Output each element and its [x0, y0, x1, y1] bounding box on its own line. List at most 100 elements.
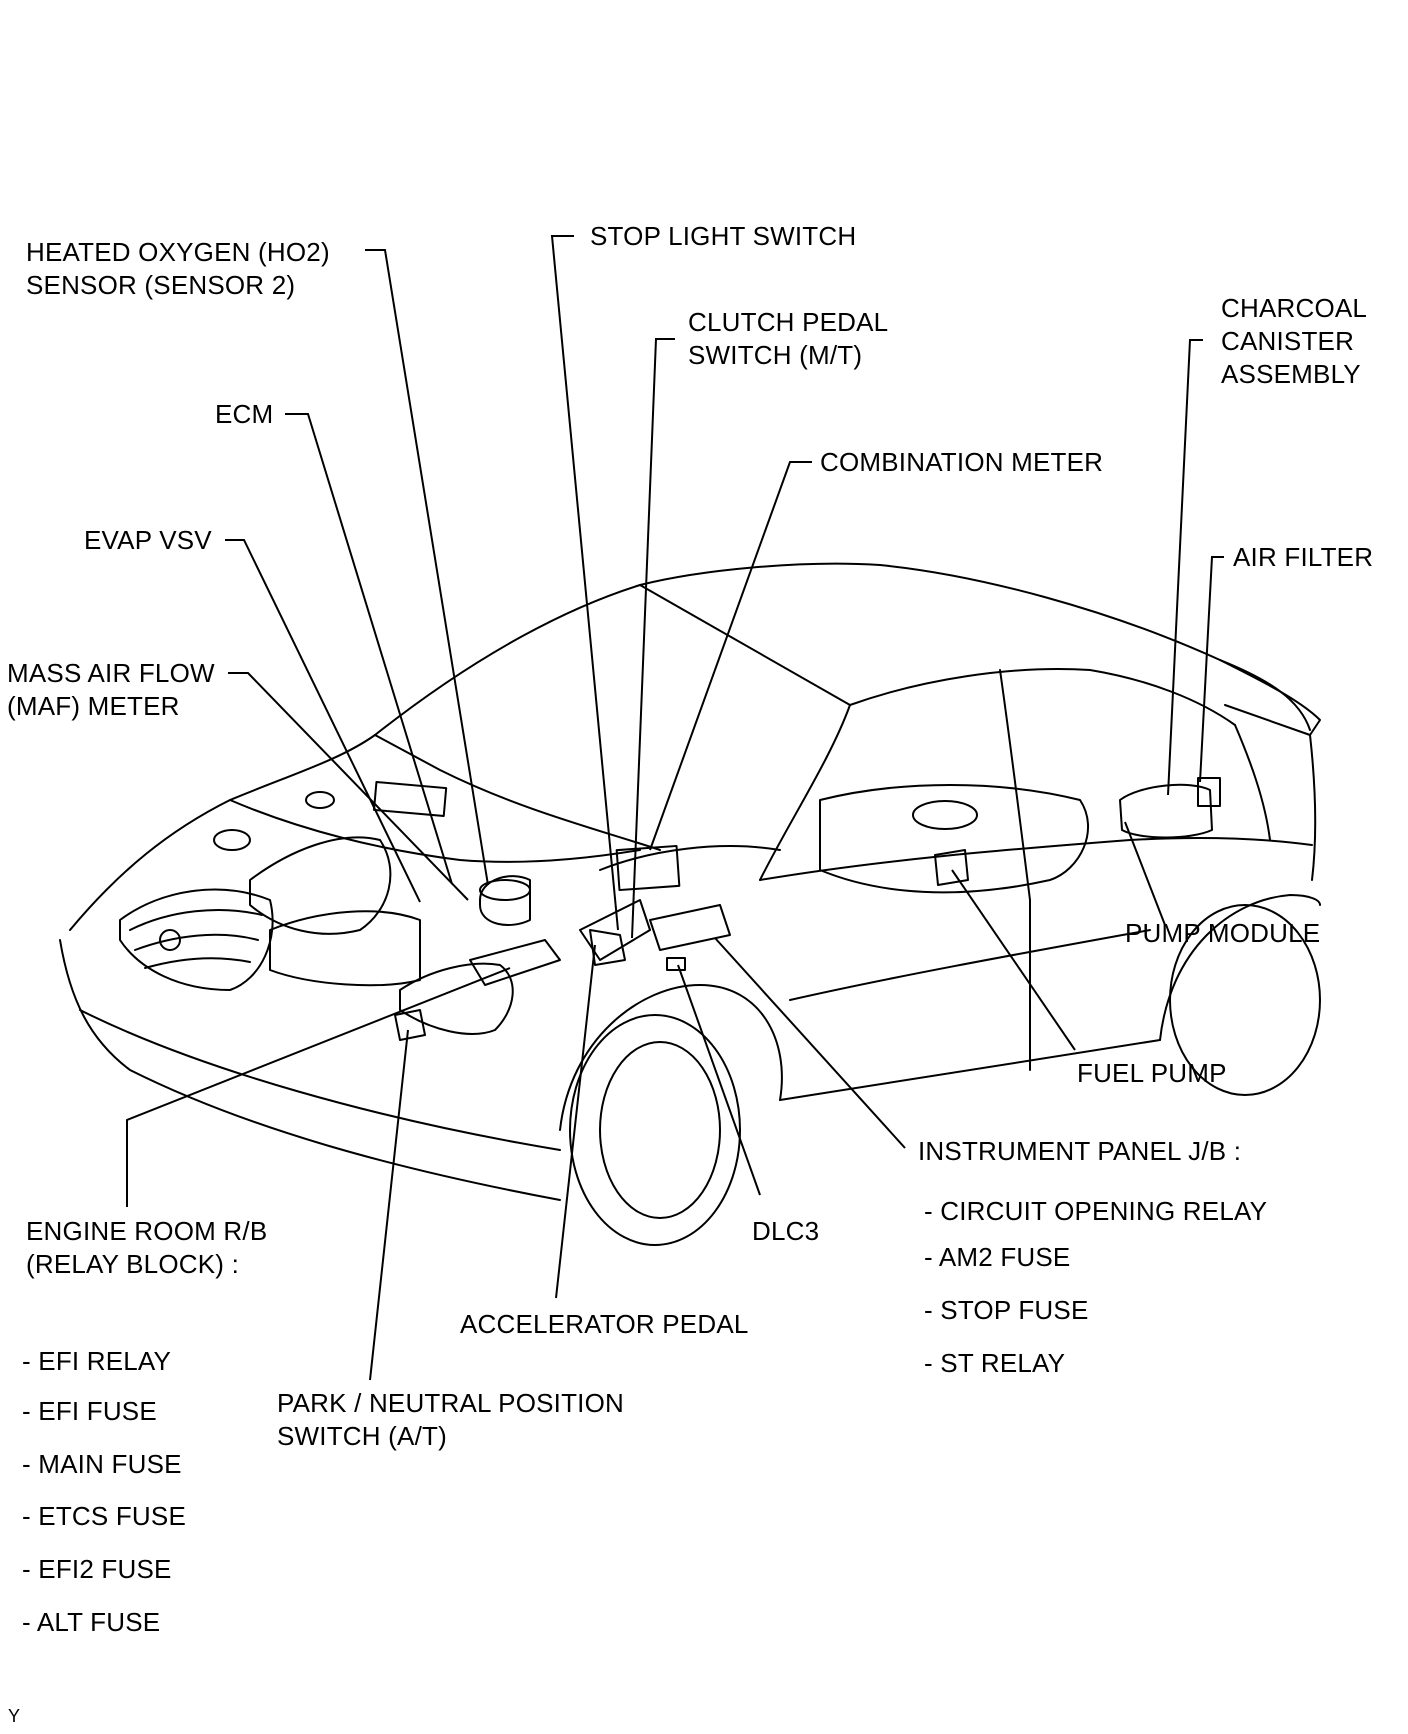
strut-tower-left: [213, 829, 251, 851]
engine-cover: [249, 836, 392, 935]
bumper-lower: [79, 1009, 561, 1151]
roof-outline: [374, 562, 1311, 736]
ip-jb-item-stop-fuse: - STOP FUSE: [924, 1295, 1089, 1325]
car-body-drawing: [59, 562, 1321, 1246]
instrument-panel-jb: [649, 904, 731, 951]
leader-ecm: [285, 413, 453, 885]
b-pillar: [999, 669, 1031, 901]
leader-lines: [126, 235, 1224, 1381]
label-air-filter: AIR FILTER: [1233, 542, 1374, 572]
c-pillar: [1234, 724, 1271, 841]
label-clutch-line2: SWITCH (M/T): [688, 340, 863, 370]
leader-clutch-pedal-switch: [631, 338, 675, 939]
er-rb-item-alt-fuse: - ALT FUSE: [22, 1607, 161, 1637]
roof-side: [849, 668, 1236, 726]
label-ho2-sensor: HEATED OXYGEN (HO2) SENSOR (SENSOR 2): [26, 236, 330, 302]
ip-jb-item-am2-fuse: - AM2 FUSE: [924, 1242, 1071, 1272]
leader-engine-room-rb: [126, 967, 511, 1207]
er-rb-item-efi-relay: - EFI RELAY: [22, 1346, 172, 1376]
air-filter-unit: [1197, 777, 1221, 807]
leader-dlc3: [677, 964, 761, 1196]
headlamp: [399, 962, 514, 1035]
label-engine-room-line2: (RELAY BLOCK) :: [26, 1249, 239, 1279]
leader-combination-meter: [649, 461, 812, 851]
leader-ho2-sensor: [365, 249, 489, 886]
leader-instrument-panel-jb: [714, 937, 906, 1149]
er-rb-item-main-fuse: - MAIN FUSE: [22, 1449, 182, 1479]
rear-wheel: [1169, 904, 1321, 1096]
windshield-line: [639, 584, 851, 706]
hood-line: [374, 734, 661, 851]
combination-meter-unit: [615, 844, 681, 892]
label-maf-meter: MASS AIR FLOW (MAF) METER: [7, 657, 215, 723]
label-pnp-line1: PARK / NEUTRAL POSITION: [277, 1388, 624, 1418]
front-wheel-inner: [599, 1041, 721, 1219]
grille: [119, 888, 274, 991]
engine-bay-edge: [229, 799, 641, 863]
label-pump-module: PUMP MODULE: [1125, 918, 1321, 948]
grille-bar-2: [134, 933, 259, 951]
label-instrument-panel-jb: INSTRUMENT PANEL J/B :: [918, 1136, 1242, 1166]
label-clutch-line1: CLUTCH PEDAL: [688, 307, 889, 337]
leader-air-filter: [1199, 556, 1224, 783]
label-engine-room-line1: ENGINE ROOM R/B: [26, 1216, 268, 1246]
leader-stop-light-switch: [550, 235, 619, 931]
charcoal-canister: [1119, 783, 1213, 839]
leader-evap-vsv: [225, 539, 421, 903]
label-stop-light-switch: STOP LIGHT SWITCH: [590, 221, 857, 251]
sill-line: [779, 1039, 1161, 1101]
label-evap-vsv: EVAP VSV: [84, 525, 212, 555]
relay-block: [469, 939, 561, 986]
body-side-upper: [759, 836, 1313, 881]
corner-mark: Y: [8, 1706, 21, 1726]
label-maf-line2: (MAF) METER: [7, 691, 180, 721]
label-dlc3: DLC3: [752, 1216, 820, 1246]
grille-bar-3: [144, 957, 251, 969]
pnp-switch: [394, 1009, 426, 1041]
front-wheel-arch: [559, 984, 783, 1131]
side-molding: [789, 929, 1151, 1001]
engine-block: [269, 910, 421, 987]
leader-accelerator-pedal: [555, 944, 596, 1299]
a-pillar: [759, 704, 851, 881]
label-charcoal-canister: CHARCOAL CANISTER ASSEMBLY: [1221, 292, 1367, 391]
label-fuel-pump: FUEL PUMP: [1077, 1058, 1227, 1088]
leader-charcoal-canister: [1167, 339, 1203, 796]
dashboard: [599, 845, 781, 871]
label-ho2-sensor-line2: SENSOR (SENSOR 2): [26, 270, 296, 300]
rear-wheel-arch: [1159, 894, 1321, 1041]
er-rb-item-etcs-fuse: - ETCS FUSE: [22, 1501, 186, 1531]
leader-fuel-pump: [951, 869, 1076, 1051]
fuel-pump-cap: [912, 800, 978, 830]
leader-pump-module: [1124, 821, 1166, 926]
label-combination-meter: COMBINATION METER: [820, 447, 1104, 477]
label-clutch-pedal-switch: CLUTCH PEDAL SWITCH (M/T): [688, 306, 888, 372]
front-bumper: [59, 939, 561, 1201]
rear-deck: [1309, 734, 1317, 881]
grille-bar-1: [129, 909, 263, 931]
ip-jb-item-circuit-opening-relay: - CIRCUIT OPENING RELAY: [924, 1196, 1268, 1226]
label-pnp-switch: PARK / NEUTRAL POSITION SWITCH (A/T): [277, 1387, 624, 1453]
label-engine-room-rb: ENGINE ROOM R/B (RELAY BLOCK) :: [26, 1215, 267, 1281]
ip-jb-item-st-relay: - ST RELAY: [924, 1348, 1066, 1378]
trunk-lid: [1219, 659, 1321, 736]
label-ecm: ECM: [215, 399, 274, 429]
front-wheel: [569, 1014, 741, 1246]
leader-maf-meter: [228, 672, 469, 901]
strut-tower-right: [305, 791, 335, 809]
label-pnp-line2: SWITCH (A/T): [277, 1421, 447, 1451]
air-cleaner-top: [479, 879, 531, 901]
fuel-tank: [819, 784, 1090, 894]
fuel-pump-body: [934, 849, 969, 886]
emblem: [159, 929, 181, 951]
er-rb-item-efi-fuse: - EFI FUSE: [22, 1396, 157, 1426]
label-charcoal-line1: CHARCOAL: [1221, 293, 1368, 323]
label-charcoal-line3: ASSEMBLY: [1221, 359, 1361, 389]
label-accelerator-pedal: ACCELERATOR PEDAL: [460, 1309, 749, 1339]
label-charcoal-line2: CANISTER: [1221, 326, 1355, 356]
ecm-box: [373, 781, 448, 818]
label-maf-line1: MASS AIR FLOW: [7, 658, 215, 688]
er-rb-item-efi2-fuse: - EFI2 FUSE: [22, 1554, 172, 1584]
dlc3-connector: [666, 957, 686, 971]
